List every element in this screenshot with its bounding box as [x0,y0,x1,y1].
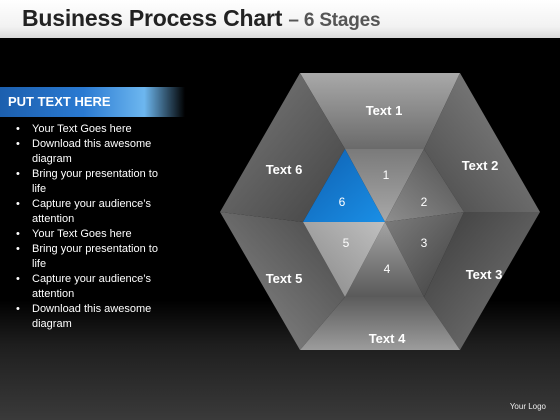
footer-logo-text: Your Logo [509,402,546,411]
stage-number-5: 5 [343,236,350,250]
stage-number-4: 4 [384,262,391,276]
segment-4-shape [300,297,460,350]
bullet-item: Capture your audience’s attention [14,197,174,227]
title-subtitle: – 6 Stages [288,10,381,31]
inner-triangle-1 [345,149,424,222]
segment-6-label: Text 6 [266,162,303,177]
segment-2-label: Text 2 [462,158,499,173]
segment-4-label: Text 4 [369,331,406,346]
segment-5-label: Text 5 [266,271,303,286]
segment-5-shape [220,212,345,350]
bullet-item: Bring your presentation to life [14,167,174,197]
banner-label: PUT TEXT HERE [8,94,111,109]
inner-triangle-4 [345,222,424,297]
bullet-item: Your Text Goes here [14,227,174,242]
stage-number-1: 1 [383,168,390,182]
text-banner: PUT TEXT HERE [0,87,185,117]
segment-3-shape [424,212,540,350]
stage-number-3: 3 [421,236,428,250]
segment-1-shape [300,73,460,149]
bullet-item: Download this awesome diagram [14,302,174,332]
inner-triangle-3 [385,212,464,297]
stage-number-2: 2 [421,195,428,209]
segment-1-label: Text 1 [366,103,403,118]
page-title: Business Process Chart – 6 Stages [22,5,381,32]
header-bar: Business Process Chart – 6 Stages [0,0,560,38]
title-main: Business Process Chart [22,5,283,31]
segment-2-shape [424,73,540,212]
bullet-item: Download this awesome diagram [14,137,174,167]
bullet-item: Your Text Goes here [14,122,174,137]
bullet-item: Capture your audience’s attention [14,272,174,302]
inner-triangle-6 [303,149,385,222]
segment-3-label: Text 3 [466,267,503,282]
segment-6-shape [220,73,345,222]
inner-triangle-5 [303,222,385,297]
bullet-item: Bring your presentation to life [14,242,174,272]
inner-triangle-2 [385,149,464,222]
bullet-list: Your Text Goes here Download this awesom… [14,122,174,332]
stage-number-6: 6 [339,195,346,209]
